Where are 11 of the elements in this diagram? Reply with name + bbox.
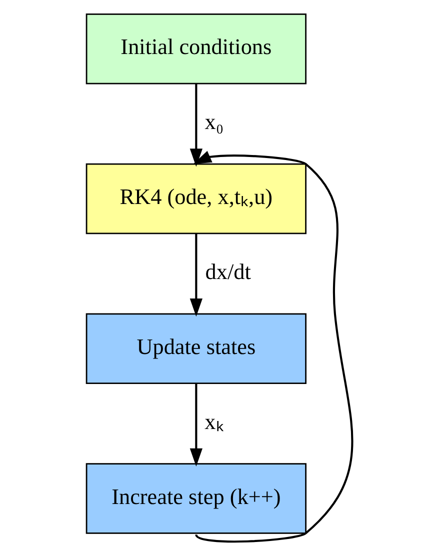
arrow xyxy=(189,383,202,466)
edge-label: x₀ xyxy=(204,109,224,134)
node-box: Update states xyxy=(85,313,306,384)
edge-label: dx/dt xyxy=(204,258,250,284)
node-box: Increate step (k++) xyxy=(85,463,306,534)
edge-label: xₖ xyxy=(204,408,224,434)
arrow xyxy=(192,150,353,543)
node-box: Initial conditions xyxy=(85,14,306,84)
arrow xyxy=(189,84,202,167)
arrow xyxy=(189,234,202,317)
node-box: RK4 (ode, x,tₖ,u) xyxy=(85,163,306,234)
